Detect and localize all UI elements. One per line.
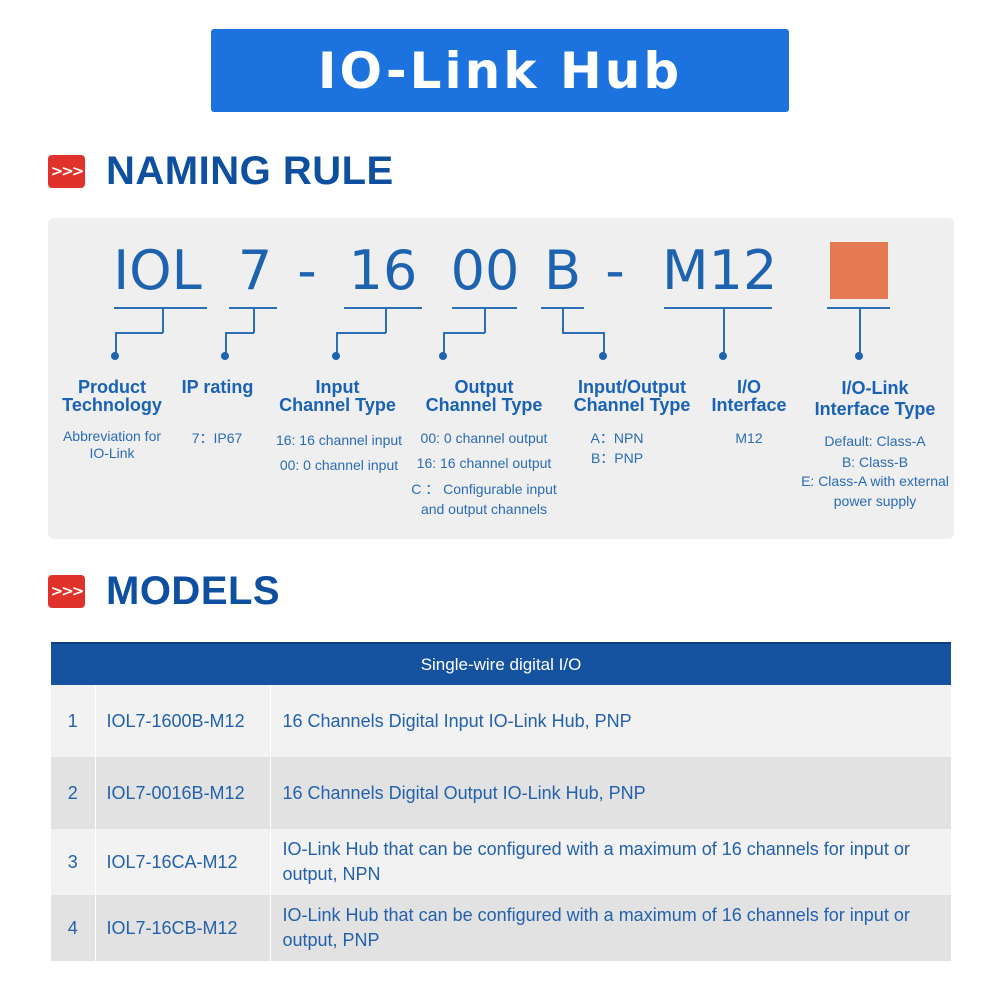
connector [336, 332, 338, 354]
connector [603, 332, 605, 354]
underline [114, 307, 207, 309]
table-row: 4 IOL7-16CB-M12 IO-Link Hub that can be … [51, 895, 951, 961]
code-segment-output: 00 [450, 239, 520, 302]
table-row: 1 IOL7-1600B-M12 16 Channels Digital Inp… [51, 685, 951, 757]
code-segment-input: 16 [348, 239, 418, 302]
connector [336, 332, 386, 334]
model-number: IOL7-1600B-M12 [94, 685, 270, 757]
underline [344, 307, 422, 309]
field-desc-io-interface: M12 [735, 430, 763, 446]
table-row: 2 IOL7-0016B-M12 16 Channels Digital Out… [51, 757, 951, 829]
table-header: Single-wire digital I/O [51, 642, 951, 685]
model-description: 16 Channels Digital Input IO-Link Hub, P… [269, 685, 951, 757]
connector [562, 307, 564, 333]
model-number: IOL7-16CA-M12 [94, 829, 270, 895]
underline [664, 307, 772, 309]
connector [225, 332, 227, 354]
connector [443, 332, 445, 354]
title-banner: IO-Link Hub [211, 29, 789, 112]
connector-dot [439, 352, 447, 360]
connector-dot [332, 352, 340, 360]
field-desc-output-channel-type: 00: 0 channel output 16: 16 channel outp… [411, 430, 557, 517]
model-description: IO-Link Hub that can be configured with … [269, 895, 951, 961]
interface-type-swatch [830, 242, 888, 299]
code-segment-product: IOL [113, 239, 202, 302]
connector-dot [221, 352, 229, 360]
code-segment-dash: - [605, 239, 625, 302]
model-number: IOL7-0016B-M12 [94, 757, 270, 829]
connector [562, 332, 604, 334]
underline [827, 307, 890, 309]
chevron-right-icon: >>> [48, 574, 85, 608]
field-desc-ip-rating: 7：IP67 [191, 430, 243, 446]
row-number: 3 [51, 829, 95, 895]
model-number: IOL7-16CB-M12 [94, 895, 270, 961]
connector [115, 332, 163, 334]
connector [115, 332, 117, 354]
code-segment-ip: 7 [237, 239, 273, 302]
connector [484, 307, 486, 333]
model-description: 16 Channels Digital Output IO-Link Hub, … [269, 757, 951, 829]
chevron-right-icon: >>> [48, 154, 85, 188]
code-segment-interface: M12 [662, 239, 778, 302]
naming-rule-title: NAMING RULE [106, 148, 394, 193]
code-segment-type: B [543, 239, 582, 302]
page-title: IO-Link Hub [317, 41, 683, 100]
models-table: Single-wire digital I/O 1 IOL7-1600B-M12… [51, 642, 951, 961]
row-number: 2 [51, 757, 95, 829]
connector-dot [855, 352, 863, 360]
table-row: 3 IOL7-16CA-M12 IO-Link Hub that can be … [51, 829, 951, 895]
row-number: 1 [51, 685, 95, 757]
model-description: IO-Link Hub that can be configured with … [269, 829, 951, 895]
connector-dot [111, 352, 119, 360]
connector [723, 307, 725, 354]
models-title: MODELS [106, 568, 281, 613]
connector [253, 307, 255, 333]
field-desc-iolink-interface-type: Default: Class-A B: Class-B E: Class-A w… [801, 433, 949, 509]
connector [225, 332, 254, 334]
naming-rule-heading: >>> NAMING RULE [48, 148, 394, 193]
connector [385, 307, 387, 333]
table-header-row: Single-wire digital I/O [51, 642, 951, 685]
models-heading: >>> MODELS [48, 568, 281, 613]
row-number: 4 [51, 895, 95, 961]
connector [162, 307, 164, 333]
field-title-ip-rating: IP rating [181, 377, 254, 397]
code-segment-dash: - [297, 239, 317, 302]
connector-dot [599, 352, 607, 360]
connector [859, 307, 861, 354]
connector [443, 332, 485, 334]
connector-dot [719, 352, 727, 360]
naming-rule-panel [48, 218, 954, 539]
